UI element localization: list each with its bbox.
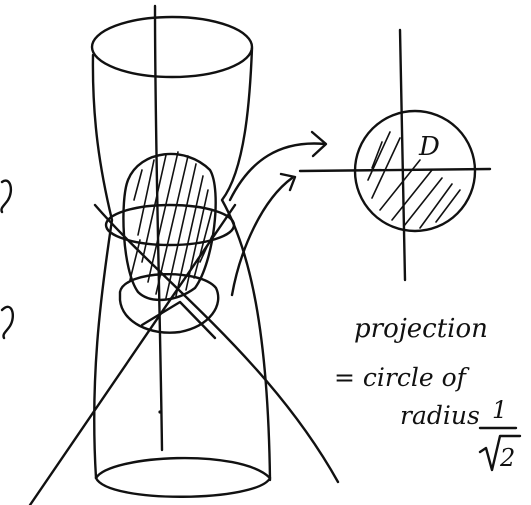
cone-right-line bbox=[93, 203, 340, 484]
upper-projection-arrow bbox=[228, 142, 327, 202]
annotation-line-circle: = circle of bbox=[334, 363, 470, 392]
annotation-line-projection: projection bbox=[354, 314, 488, 344]
inner-circle bbox=[118, 273, 220, 334]
projection-arrows bbox=[228, 130, 328, 297]
disk-circle bbox=[353, 109, 477, 233]
surface-outline bbox=[90, 15, 272, 498]
left-surface-edge bbox=[91, 53, 114, 480]
stray-dot bbox=[158, 410, 162, 414]
lower-projection-arrow bbox=[230, 176, 294, 297]
fraction-denominator: 2 bbox=[499, 444, 515, 472]
right-surface-edge bbox=[220, 46, 272, 482]
cone-apex-cross bbox=[140, 300, 217, 340]
annotation-line-radius: radius bbox=[400, 401, 480, 430]
projection-disk-diagram: D bbox=[298, 28, 492, 282]
cap-hatching bbox=[129, 151, 213, 299]
fraction-numerator: 1 bbox=[492, 396, 507, 424]
left-edge-glyph-top bbox=[0, 179, 13, 214]
cone-left-line bbox=[28, 203, 237, 505]
left-edge-glyph-bottom bbox=[0, 305, 14, 340]
vertical-axis bbox=[153, 4, 164, 452]
cap-outline bbox=[122, 152, 217, 302]
projection-annotation: projection = circle of radius 1 2 bbox=[334, 314, 522, 472]
top-ellipse bbox=[90, 15, 254, 79]
disk-vertical-axis bbox=[398, 28, 407, 282]
upper-arrowhead bbox=[310, 130, 328, 158]
disk-horizontal-axis bbox=[298, 167, 492, 173]
cap-rim-ellipse bbox=[104, 203, 236, 247]
lower-arrowhead bbox=[279, 172, 297, 192]
bottom-ellipse bbox=[94, 456, 272, 498]
shaded-cap bbox=[104, 151, 236, 340]
disk-hatching bbox=[367, 131, 461, 229]
sqrt-sign bbox=[478, 434, 522, 472]
region-label: D bbox=[418, 132, 440, 162]
